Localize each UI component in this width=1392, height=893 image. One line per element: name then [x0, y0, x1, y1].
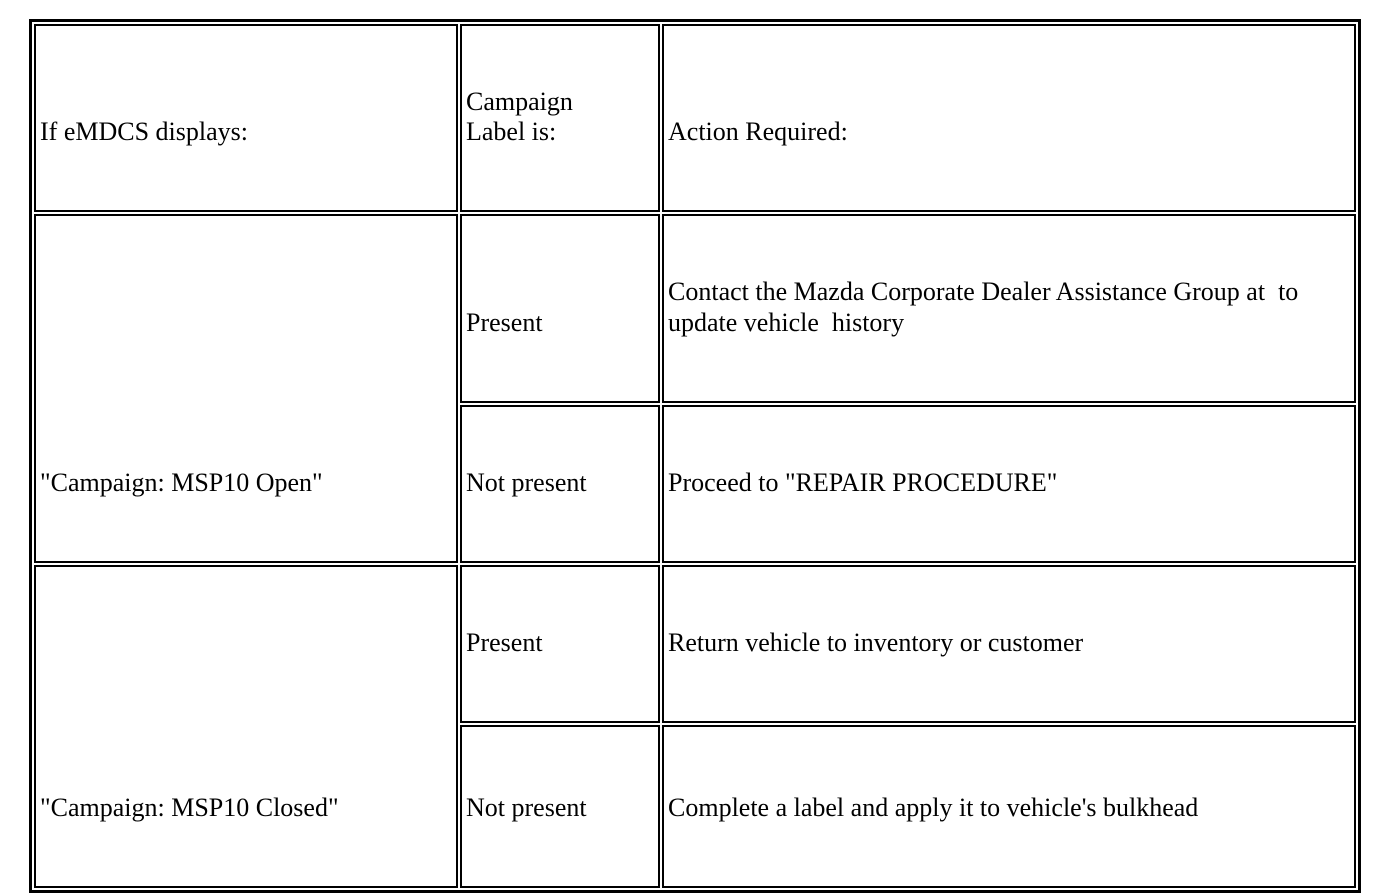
cell-action-closed-not-present: Complete a label and apply it to vehicle… [662, 724, 1356, 888]
table-row: Not present Proceed to "REPAIR PROCEDURE… [34, 404, 1356, 563]
column-header-condition: If eMDCS displays: [34, 24, 458, 213]
cell-label-open-present: Present [460, 214, 660, 403]
cell-label-open-not-present-text: Not present [466, 467, 587, 497]
table-row: "Campaign: MSP10 Closed" Present Return … [34, 564, 1356, 888]
cell-action-closed-present-text: Return vehicle to inventory or customer [668, 627, 1084, 657]
table-header-row: If eMDCS displays: Campaign Label is: Ac… [34, 24, 1356, 213]
cell-label-open-not-present: Not present [460, 404, 660, 563]
cell-action-closed-not-present-text: Complete a label and apply it to vehicle… [668, 792, 1199, 822]
document-page: If eMDCS displays: Campaign Label is: Ac… [29, 19, 1361, 893]
row-condition-msp10-closed: "Campaign: MSP10 Closed" [34, 564, 458, 888]
cell-action-closed-present: Return vehicle to inventory or customer [662, 564, 1356, 723]
cell-label-closed-not-present-text: Not present [466, 792, 587, 822]
campaign-action-table: If eMDCS displays: Campaign Label is: Ac… [29, 19, 1361, 893]
cell-action-open-not-present-text: Proceed to "REPAIR PROCEDURE" [668, 467, 1058, 497]
cell-label-closed-present: Present [460, 564, 660, 723]
row-condition-msp10-open: "Campaign: MSP10 Open" [34, 214, 458, 563]
cell-action-open-not-present: Proceed to "REPAIR PROCEDURE" [662, 404, 1356, 563]
row-condition-msp10-closed-text: "Campaign: MSP10 Closed" [40, 792, 339, 822]
cell-action-open-present: Contact the Mazda Corporate Dealer Assis… [662, 214, 1356, 403]
column-header-campaign-label: Campaign Label is: [460, 24, 660, 213]
column-header-campaign-label-text: Campaign Label is: [466, 86, 573, 147]
table-body: If eMDCS displays: Campaign Label is: Ac… [34, 24, 1356, 888]
cell-label-closed-not-present: Not present [460, 724, 660, 888]
cell-action-open-present-text: Contact the Mazda Corporate Dealer Assis… [668, 277, 1305, 337]
column-header-action-required-text: Action Required: [668, 117, 848, 147]
cell-label-closed-present-text: Present [466, 627, 543, 657]
table-row: "Campaign: MSP10 Open" Present Contact t… [34, 214, 1356, 563]
column-header-action-required: Action Required: [662, 24, 1356, 213]
cell-label-open-present-text: Present [466, 307, 543, 337]
column-header-condition-text: If eMDCS displays: [40, 117, 248, 147]
row-condition-msp10-open-text: "Campaign: MSP10 Open" [40, 467, 323, 497]
